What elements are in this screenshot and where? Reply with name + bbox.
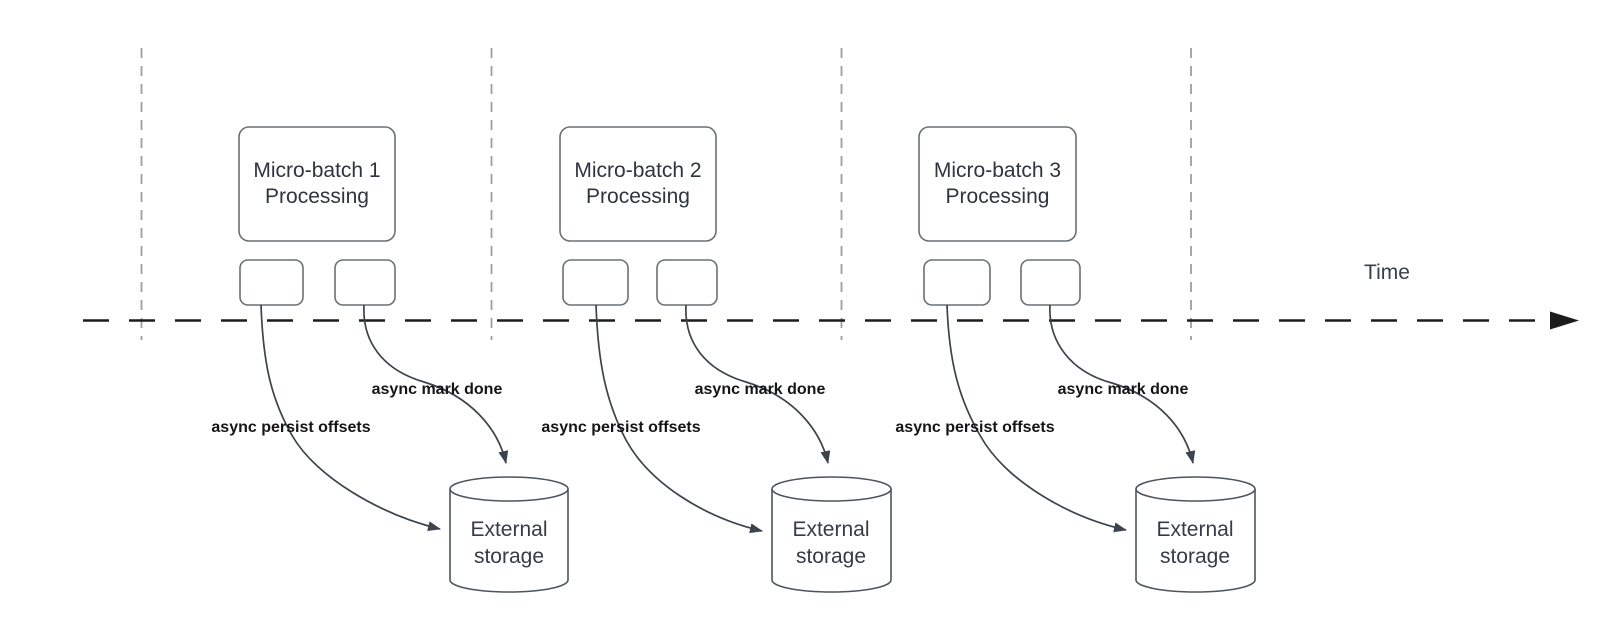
batch2-mark-done-arrow [685, 304, 831, 464]
batch1-mark-done-arrow [363, 304, 509, 464]
batch1-mark-done-task-box [334, 259, 396, 306]
micro-batch-3-processing-box [918, 126, 1077, 242]
batch1-persist-task-box [239, 259, 304, 306]
batch3-mark-done-arrow [1049, 304, 1196, 464]
batch3-persist-task-box [923, 259, 991, 306]
time-axis-arrowhead-icon [1550, 311, 1579, 330]
batch3-mark-done-task-box [1020, 259, 1081, 306]
micro-batch-1-processing-box [238, 126, 396, 242]
micro-batch-2-processing-box [559, 126, 717, 242]
batch2-persist-task-box [562, 259, 629, 306]
batch1-persist-offsets-arrow [260, 304, 441, 532]
batch3-storage-cylinder-top [1135, 476, 1256, 502]
batch1-storage-cylinder-top [449, 476, 569, 502]
batch2-storage-cylinder-top [771, 476, 892, 502]
batch2-persist-offsets-arrow [595, 304, 763, 534]
batch2-storage-cylinder-body [771, 489, 892, 593]
batch3-persist-offsets-arrow [946, 304, 1127, 533]
batch3-storage-cylinder-body [1135, 489, 1256, 593]
batch2-mark-done-task-box [656, 259, 718, 306]
batch1-storage-cylinder-body [449, 489, 569, 593]
